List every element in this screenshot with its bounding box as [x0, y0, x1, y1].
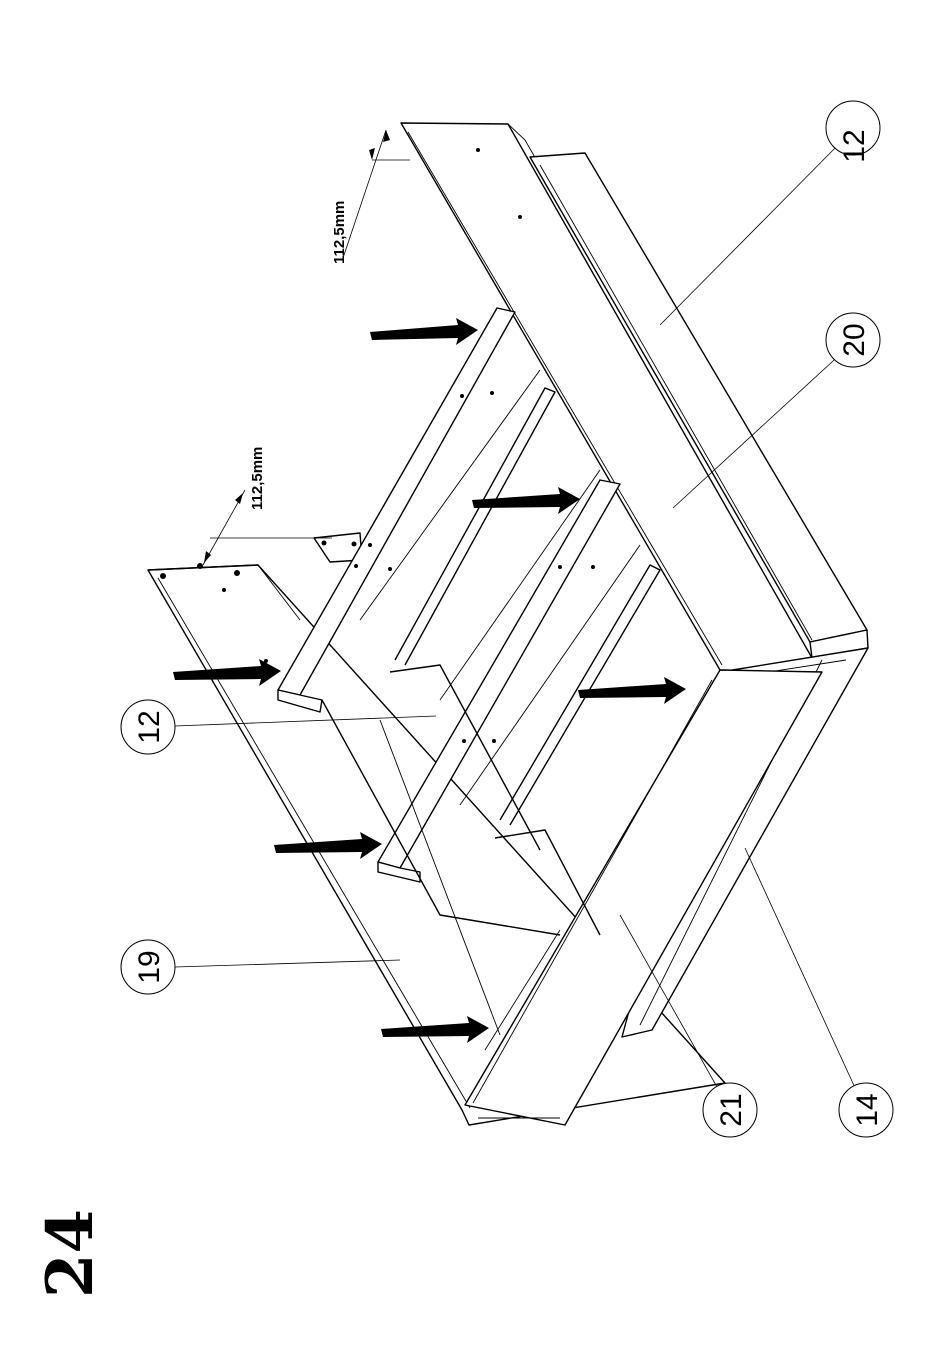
dimension-label-top: 112,5mm: [331, 201, 348, 264]
callout-label: 20: [838, 323, 871, 356]
callout-20: 20: [826, 313, 880, 367]
callout-label: 12: [838, 129, 871, 162]
panel-12-inner: [278, 308, 515, 712]
step-number: 24: [33, 1209, 108, 1298]
middle-rail: [378, 480, 620, 882]
callout-label: 21: [715, 1093, 748, 1126]
callout-21: 21: [703, 1083, 757, 1137]
callout-label: 12: [133, 710, 166, 743]
callout-12-top: 12: [826, 101, 880, 163]
dimension-mid: 112,5mm: [203, 447, 332, 565]
callout-14: 14: [839, 1083, 893, 1137]
dimension-top: 112,5mm: [331, 130, 410, 264]
callout-19: 19: [121, 940, 175, 994]
dimension-label-mid: 112,5mm: [249, 447, 266, 510]
callout-label: 14: [851, 1093, 884, 1126]
arrow-1: [370, 318, 478, 345]
callout-12-mid: 12: [121, 700, 175, 754]
callout-label: 19: [133, 950, 166, 983]
